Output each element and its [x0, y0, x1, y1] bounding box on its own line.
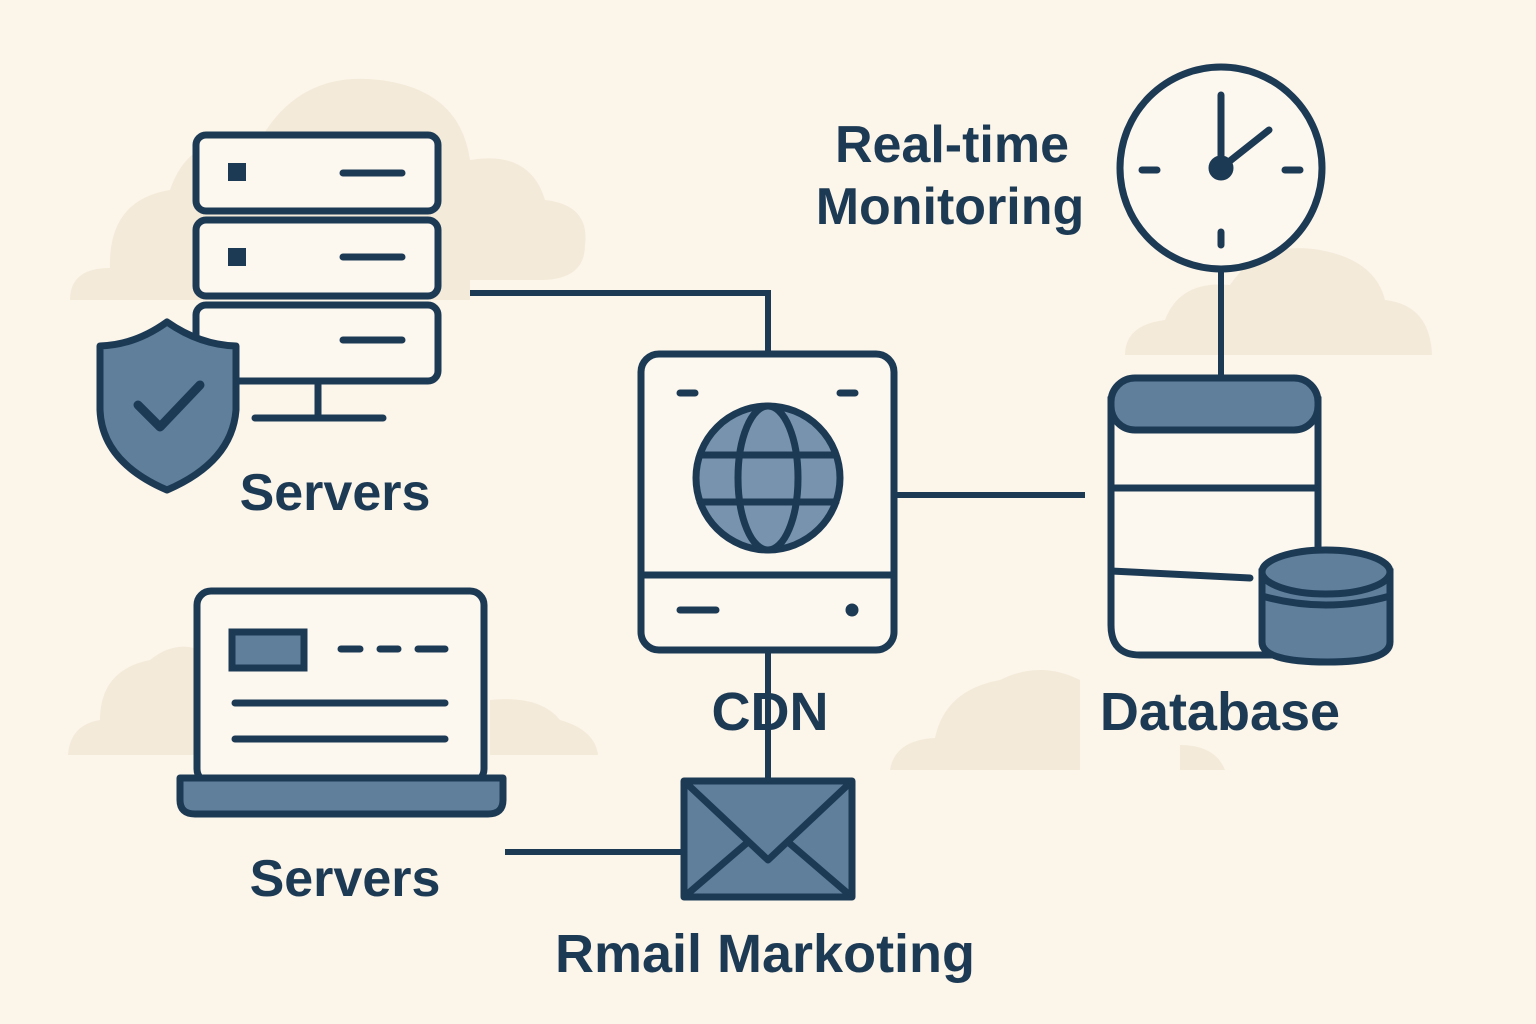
- connector-servers-cdn: [470, 290, 771, 352]
- cloud-bottom-center: [890, 670, 1225, 770]
- email-marketing-label: Rmail Markoting: [555, 924, 975, 984]
- shield-check-icon: [96, 318, 240, 494]
- monitoring-label-line2: Monitoring: [816, 178, 1085, 236]
- clock-icon: [1116, 63, 1326, 273]
- cloud-bottom-left: [68, 646, 598, 755]
- database-icon: [1107, 374, 1394, 666]
- servers-bottom-label: Servers: [250, 850, 441, 908]
- server-rack-icon: [192, 131, 442, 422]
- monitoring-label-line1: Real-time: [835, 116, 1069, 174]
- laptop-icon: [176, 587, 507, 818]
- cdn-globe-device-icon: [637, 350, 898, 654]
- cdn-label: CDN: [712, 682, 829, 742]
- envelope-icon: [680, 777, 856, 901]
- servers-top-label: Servers: [240, 464, 431, 522]
- database-label: Database: [1100, 682, 1340, 742]
- cloud-right: [1125, 248, 1432, 355]
- connectors: [470, 260, 1224, 855]
